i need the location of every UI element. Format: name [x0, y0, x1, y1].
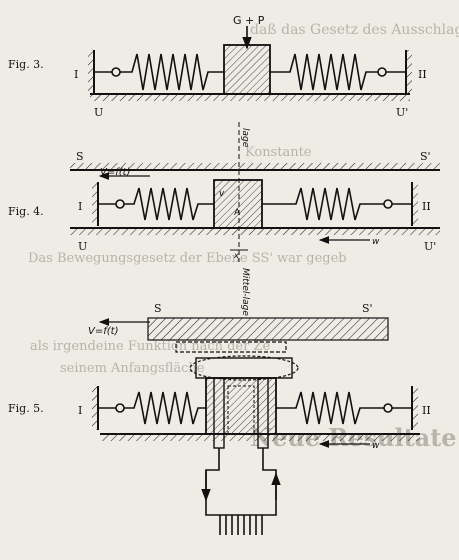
- fig5-w-label: w: [372, 441, 380, 451]
- fig5-lead-wires: [201, 448, 281, 516]
- bleed-line-4: als irgendeine Funktion nach der Ze: [30, 339, 271, 354]
- fig4-center-label: Mittel-lage: [240, 268, 250, 316]
- fig5-right-wall: [412, 386, 418, 430]
- fig4-center-label-top: lage: [240, 128, 250, 148]
- fig4-x-label: x: [233, 251, 239, 260]
- fig3-bottom-left: U: [94, 106, 103, 119]
- fig4-bottom-left: U: [78, 240, 87, 253]
- bleed-line-2: Konstante: [245, 145, 312, 160]
- bleed-line-5: seinem Anfangsfläche: [60, 361, 205, 376]
- fig3-caption: Fig. 3.: [8, 58, 44, 71]
- fig4-caption: Fig. 4.: [8, 205, 44, 218]
- fig5-top-left: S: [154, 302, 162, 315]
- bleed-line-3: Das Bewegungsgesetz der Ebene SS' war ge…: [28, 251, 347, 266]
- fig4-right-spring: [262, 187, 412, 221]
- fig4-right-wall: [412, 182, 418, 226]
- fig5-velocity-label: V=f(t): [88, 326, 118, 337]
- fig3-load-label: G + P: [233, 14, 265, 27]
- bleed-line-1: daß das Gesetz des Ausschlages der Masse…: [250, 22, 459, 38]
- fig4-mass: [213, 179, 263, 229]
- fig5-coil-top: [175, 341, 287, 353]
- fig5-left-spring: [98, 391, 206, 425]
- fig3-right-label: II: [418, 68, 427, 81]
- fig5: Fig. 5. S S' V=f(t) I I: [8, 302, 431, 535]
- fig3-left-spring: [94, 53, 224, 91]
- fig5-upper-plate: [147, 317, 389, 341]
- fig4-velocity-label: V=f(t): [100, 167, 130, 178]
- fig5-mass: [205, 377, 277, 435]
- fig4-mass-v: v: [219, 189, 225, 199]
- fig3-ground-hatch: [90, 94, 410, 101]
- fig5-terminal: [216, 514, 266, 535]
- fig3-bottom-right: U': [396, 106, 408, 119]
- fig4-w-label: w: [372, 237, 380, 247]
- fig4-mass-a: A: [234, 208, 241, 218]
- fig5-left-wall: [92, 386, 98, 430]
- fig4-bottom-right: U': [424, 240, 436, 253]
- fig5-top-right: S': [362, 302, 373, 315]
- fig4-left-label: I: [78, 200, 82, 213]
- fig5-left-label: I: [78, 404, 82, 417]
- fig5-right-spring: [276, 391, 412, 425]
- fig3: Fig. 3. G + P I II U U': [8, 14, 427, 119]
- fig5-caption: Fig. 5.: [8, 402, 44, 415]
- fig5-right-label: II: [422, 404, 431, 417]
- fig4: Fig. 4. lage S S' V=f(t) v A: [8, 122, 440, 316]
- fig4-top-left: S: [76, 150, 84, 163]
- fig4-right-label: II: [422, 200, 431, 213]
- fig4-top-right: S': [420, 150, 431, 163]
- fig4-left-spring: [98, 187, 214, 221]
- fig4-left-wall: [92, 182, 98, 226]
- fig5-coil-housing: [195, 357, 293, 379]
- fig3-right-spring: [270, 53, 406, 91]
- fig3-mass: [223, 44, 271, 95]
- fig3-left-label: I: [74, 68, 78, 81]
